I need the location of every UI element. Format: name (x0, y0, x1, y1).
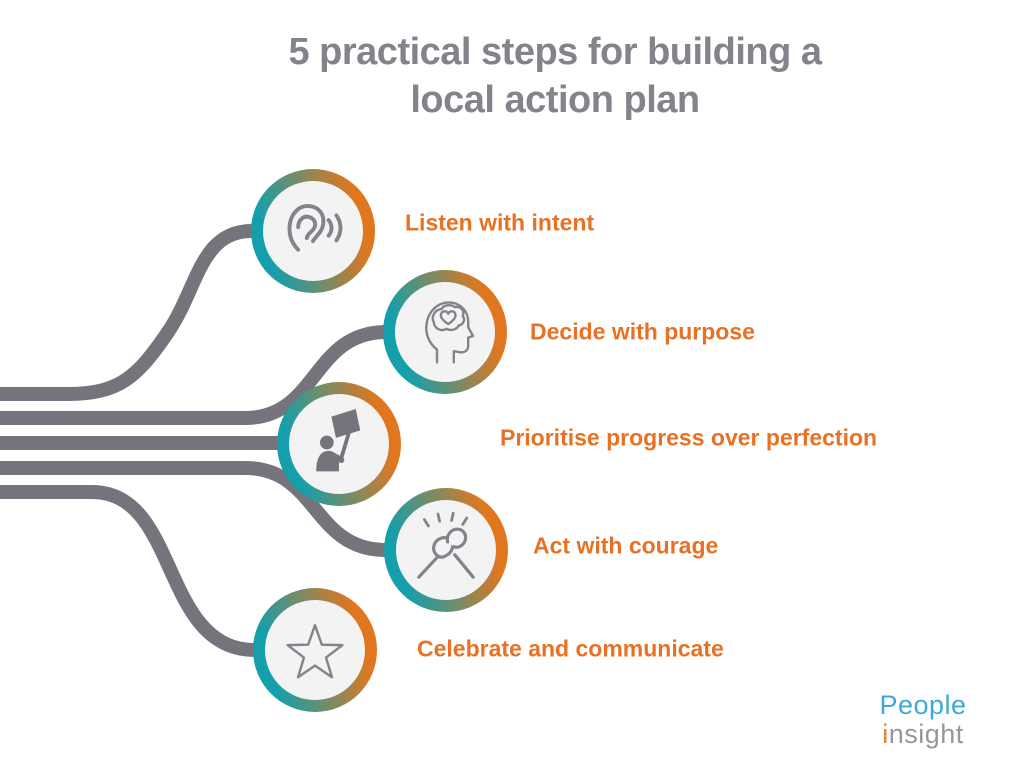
step-label-5: Celebrate and communicate (417, 635, 724, 662)
logo-insight-i: i (882, 719, 889, 749)
connector-line-1 (0, 224, 253, 401)
logo-people-text: People (879, 690, 967, 720)
step-label-1: Listen with intent (405, 209, 595, 236)
step-circle-2 (383, 270, 507, 394)
step-circle-3 (277, 382, 401, 506)
clasped-hands-icon (417, 511, 475, 579)
head-brain-heart-icon (425, 301, 475, 364)
step-circle-5 (253, 588, 377, 712)
ear-icon (287, 204, 343, 252)
connector-line-5 (0, 485, 256, 657)
page-title-line2: local action plan (410, 79, 700, 121)
logo-insight-text: insight (848, 720, 998, 748)
connector-line-2 (0, 325, 387, 425)
connector-line-4 (0, 461, 387, 557)
brand-logo: People insight (848, 691, 998, 748)
page-title-line1: 5 practical steps for building a (288, 31, 822, 73)
star-icon (286, 624, 344, 679)
step-label-3: Prioritise progress over perfection (500, 424, 878, 451)
step-label-2: Decide with purpose (530, 318, 755, 345)
person-flag-icon (316, 409, 361, 472)
step-label-4: Act with courage (533, 532, 719, 559)
step-circle-1 (251, 169, 375, 293)
logo-insight-rest: nsight (888, 719, 964, 749)
step-circle-4 (384, 488, 508, 612)
page-title: 5 practical steps for building a local a… (150, 28, 960, 124)
